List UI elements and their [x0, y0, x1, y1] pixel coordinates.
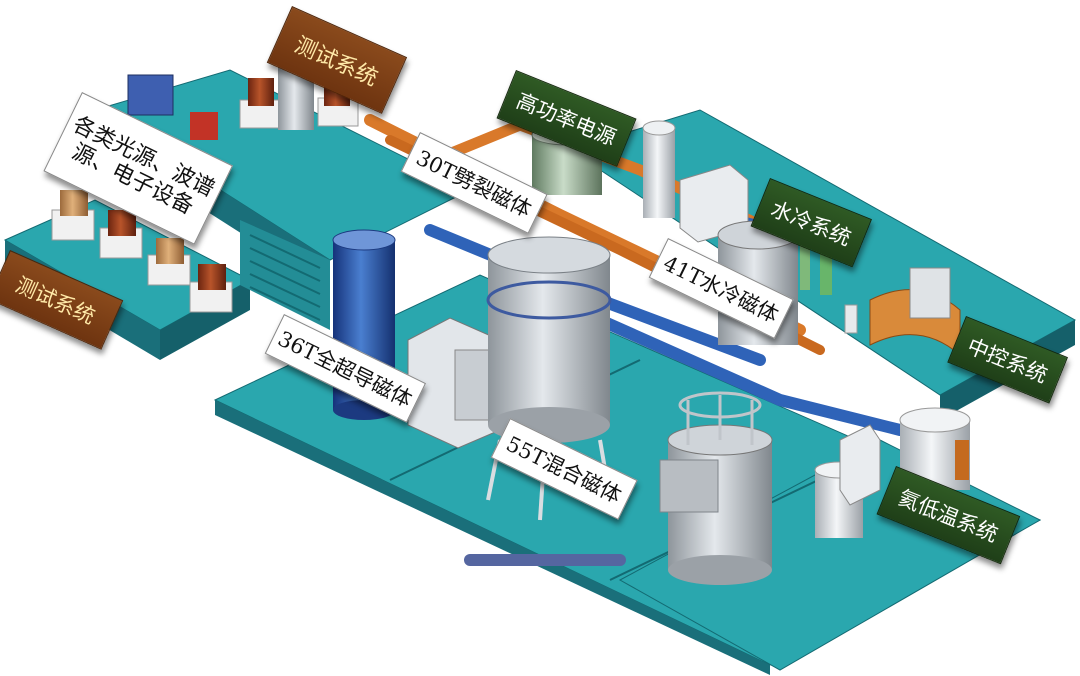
central-control-desk [844, 267, 961, 357]
storage-tank [642, 120, 676, 218]
test-stands-left [51, 190, 233, 313]
cryostat-cage-tank [659, 391, 773, 585]
helium-cryo-equipment [814, 407, 971, 538]
control-cabinet [407, 317, 501, 449]
test-stands-top [127, 60, 359, 140]
